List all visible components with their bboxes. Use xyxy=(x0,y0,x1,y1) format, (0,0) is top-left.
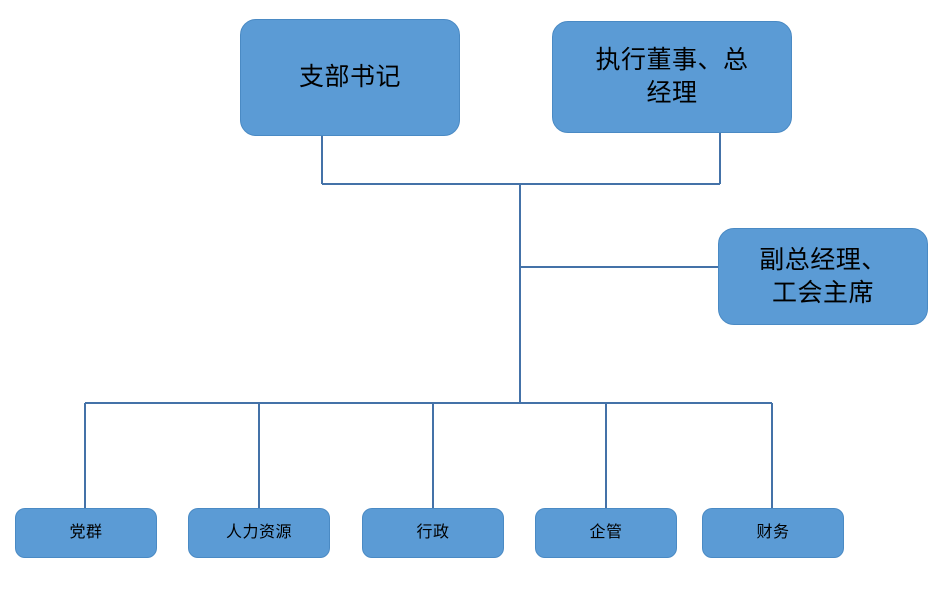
node-department-enterprise-management[interactable]: 企管 xyxy=(535,508,677,558)
node-department-human-resources[interactable]: 人力资源 xyxy=(188,508,330,558)
node-deputy-general-manager-union-chairman[interactable]: 副总经理、 工会主席 xyxy=(718,228,928,325)
node-department-finance[interactable]: 财务 xyxy=(702,508,844,558)
node-department-administration[interactable]: 行政 xyxy=(362,508,504,558)
node-executive-director-general-manager[interactable]: 执行董事、总 经理 xyxy=(552,21,792,133)
node-party-secretary[interactable]: 支部书记 xyxy=(240,19,460,136)
node-department-party-mass-work[interactable]: 党群 xyxy=(15,508,157,558)
